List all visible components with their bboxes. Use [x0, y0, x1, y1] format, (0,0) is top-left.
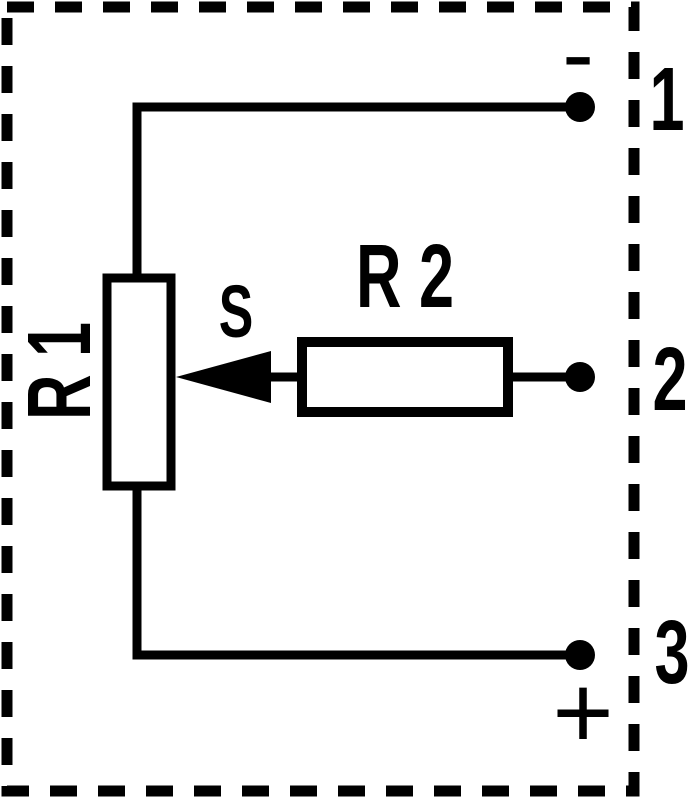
label-terminal-2: 2 — [652, 330, 687, 430]
terminal1-dot — [565, 92, 595, 122]
dashed-housing-border — [1, 1, 640, 797]
label-terminal-1: 1 — [649, 50, 684, 150]
terminal3-wire — [132, 486, 580, 660]
resistor-r2-body — [297, 337, 513, 417]
label-wiper-s: S — [219, 270, 254, 353]
label-terminal-3: 3 — [654, 603, 689, 703]
terminal3-dot — [565, 640, 595, 670]
terminal2-dot — [565, 362, 595, 392]
label-r1: R 1 — [10, 322, 110, 420]
polarity-minus-symbol: - — [562, 1, 594, 107]
label-r2: R 2 — [356, 227, 454, 327]
resistor-r1-body — [102, 273, 176, 491]
wiper-arrow — [176, 351, 271, 403]
terminal1-wire — [132, 102, 580, 278]
polarity-plus-symbol: + — [552, 654, 613, 771]
